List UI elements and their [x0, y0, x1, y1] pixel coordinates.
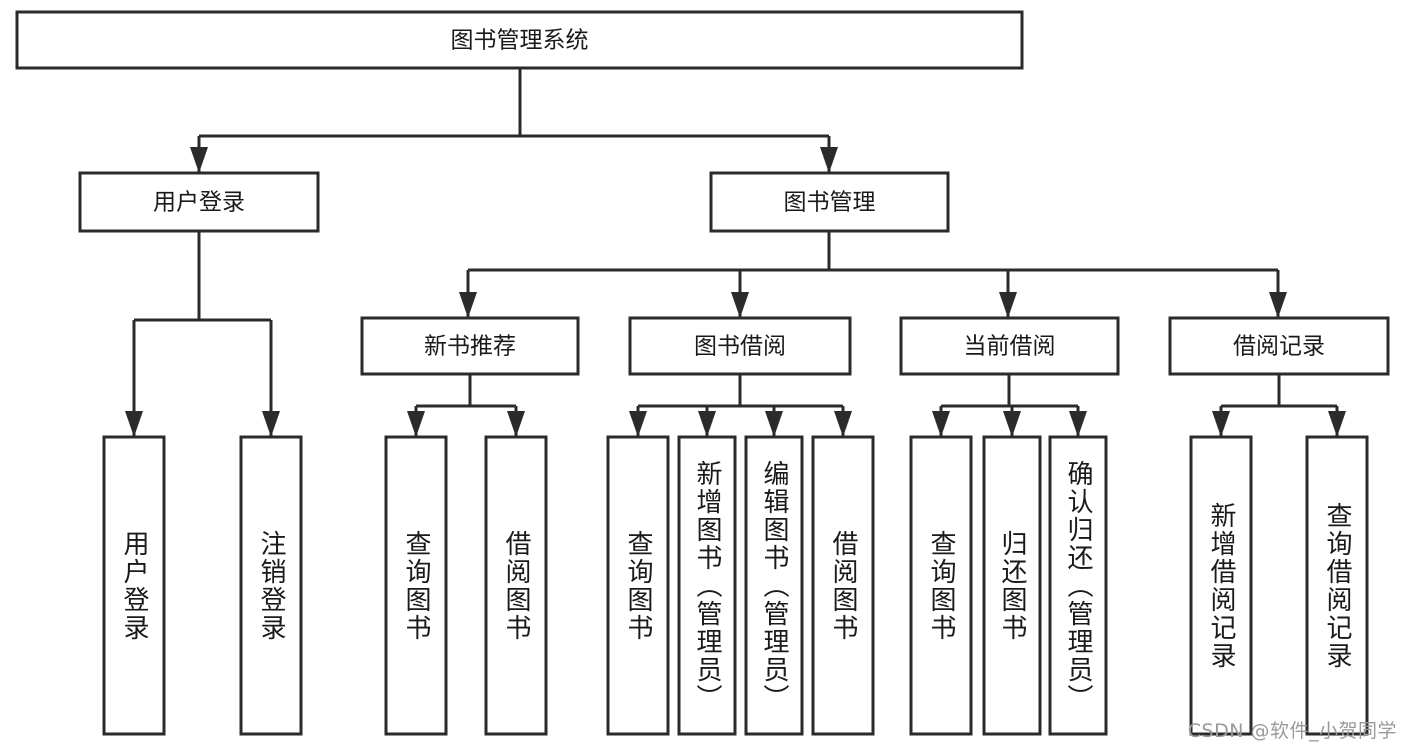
node-box-leaf-user-login[interactable]	[102, 435, 166, 736]
node-label-book-manage: 图书管理	[784, 190, 876, 216]
arrow-down-icon	[1069, 411, 1087, 437]
node-box-leaf-query-book-bor[interactable]	[606, 435, 670, 736]
node-box-leaf-confirm-return-admin[interactable]	[1048, 435, 1108, 736]
arrow-down-icon	[698, 411, 716, 437]
node-box-borrow-record[interactable]	[1168, 316, 1390, 376]
node-box-new-book-recommend[interactable]	[360, 316, 580, 376]
node-leaf-return-book-group[interactable]	[982, 435, 1042, 736]
arrow-down-icon	[1269, 292, 1287, 318]
node-box-leaf-add-borrow-record[interactable]	[1189, 435, 1253, 736]
node-new-book-recommend-group[interactable]: 新书推荐	[360, 316, 580, 376]
node-leaf-borrow-book-rec-group[interactable]	[484, 435, 548, 736]
node-box-leaf-borrow-book-bor[interactable]	[811, 435, 875, 736]
arrow-down-icon	[629, 411, 647, 437]
arrow-down-icon	[125, 411, 143, 437]
node-box-book-manage[interactable]	[709, 171, 950, 233]
node-box-leaf-return-book[interactable]	[982, 435, 1042, 736]
arrow-down-icon	[1003, 411, 1021, 437]
arrow-down-icon	[820, 147, 838, 173]
arrow-down-icon	[834, 411, 852, 437]
arrow-down-icon	[507, 411, 525, 437]
node-label-new-book-recommend: 新书推荐	[424, 334, 516, 360]
watermark-text: CSDN @软件_小贺同学	[1187, 720, 1397, 742]
node-box-user-login[interactable]	[78, 171, 320, 233]
node-leaf-query-book-bor-group[interactable]	[606, 435, 670, 736]
arrow-down-icon	[262, 411, 280, 437]
node-leaf-edit-book-admin-group[interactable]	[744, 435, 804, 736]
node-leaf-query-borrow-record-group[interactable]	[1305, 435, 1369, 736]
node-leaf-query-book-rec-group[interactable]	[384, 435, 448, 736]
arrow-down-icon	[999, 292, 1017, 318]
arrow-down-icon	[932, 411, 950, 437]
node-leaf-add-borrow-record-group[interactable]	[1189, 435, 1253, 736]
arrow-down-icon	[765, 411, 783, 437]
node-current-borrow-group[interactable]: 当前借阅	[899, 316, 1120, 376]
node-box-leaf-query-borrow-record[interactable]	[1305, 435, 1369, 736]
node-box-leaf-add-book-admin[interactable]	[677, 435, 737, 736]
node-box-leaf-edit-book-admin[interactable]	[744, 435, 804, 736]
node-leaf-confirm-return-admin-group[interactable]	[1048, 435, 1108, 736]
arrow-down-icon	[190, 147, 208, 173]
node-label-book-borrow: 图书借阅	[694, 334, 786, 360]
arrow-down-icon	[1212, 411, 1230, 437]
node-user-login-group[interactable]: 用户登录	[78, 171, 320, 233]
arrow-down-icon	[731, 292, 749, 318]
arrow-down-icon	[459, 292, 477, 318]
arrow-down-icon	[407, 411, 425, 437]
node-box-leaf-query-book-rec[interactable]	[384, 435, 448, 736]
node-leaf-query-book-cur-group[interactable]	[909, 435, 973, 736]
node-leaf-user-logout-group[interactable]	[239, 435, 303, 736]
node-box-book-borrow[interactable]	[628, 316, 852, 376]
node-borrow-record-group[interactable]: 借阅记录	[1168, 316, 1390, 376]
node-leaf-borrow-book-bor-group[interactable]	[811, 435, 875, 736]
node-box-leaf-borrow-book-rec[interactable]	[484, 435, 548, 736]
node-label-borrow-record: 借阅记录	[1233, 334, 1325, 360]
node-box-leaf-user-logout[interactable]	[239, 435, 303, 736]
node-root-group[interactable]: 图书管理系统	[15, 10, 1024, 70]
node-leaf-add-book-admin-group[interactable]	[677, 435, 737, 736]
node-book-borrow-group[interactable]: 图书借阅	[628, 316, 852, 376]
node-label-current-borrow: 当前借阅	[964, 334, 1056, 360]
node-box-leaf-query-book-cur[interactable]	[909, 435, 973, 736]
node-box-root[interactable]	[15, 10, 1024, 70]
node-label-user-login: 用户登录	[153, 190, 245, 216]
node-box-current-borrow[interactable]	[899, 316, 1120, 376]
arrow-down-icon	[1328, 411, 1346, 437]
node-book-manage-group[interactable]: 图书管理	[709, 171, 950, 233]
node-label-root: 图书管理系统	[451, 28, 589, 54]
node-leaf-user-login-group[interactable]	[102, 435, 166, 736]
